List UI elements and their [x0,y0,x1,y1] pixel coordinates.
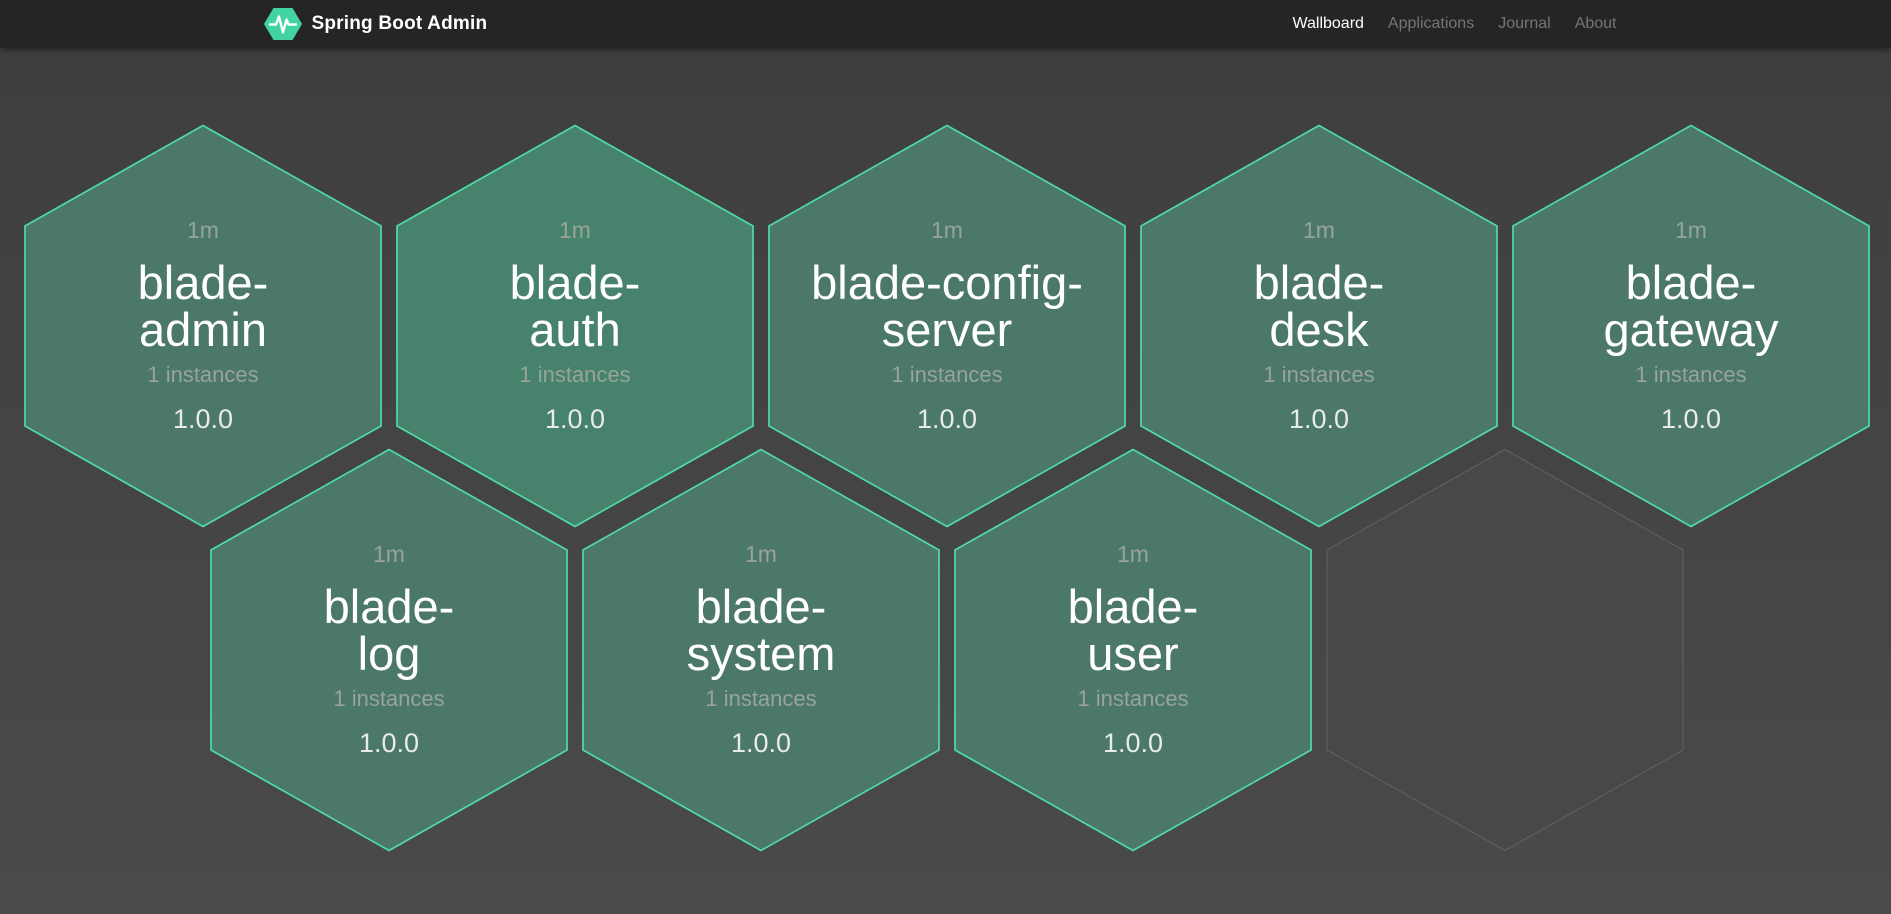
app-instances: 1 instances [1077,686,1189,711]
app-hexagon-content: 1m blade- admin 1 instances 1.0.0 [23,124,383,528]
app-name-line2: desk [1269,303,1369,356]
app-name-line1: blade- [509,256,641,309]
app-name-line2: gateway [1603,303,1779,356]
app-name-line1: blade- [137,256,269,309]
app-uptime: 1m [1303,217,1335,243]
nav-item-applications[interactable]: Applications [1387,15,1475,32]
app-hexagon-content: 1m blade- log 1 instances 1.0.0 [209,448,569,852]
app-uptime: 1m [373,541,405,567]
app-version: 1.0.0 [172,404,234,434]
nav-item-about[interactable]: About [1574,15,1617,32]
app-name: blade- auth [510,259,641,353]
header-container: Spring Boot Admin Wallboard Applications J… [263,0,1629,48]
app-hexagon-content: 1m blade- gateway 1 instances 1.0.0 [1511,124,1871,528]
app-instances: 1 instances [891,362,1003,387]
app-instances: 1 instances [333,686,445,711]
app-hexagon-content: 1m blade- desk 1 instances 1.0.0 [1139,124,1499,528]
app-name-line1: blade- [1067,580,1199,633]
app-version: 1.0.0 [1102,728,1164,758]
app-hexagon-content: 1m blade- user 1 instances 1.0.0 [953,448,1313,852]
app-name-line2: admin [138,303,267,356]
app-uptime: 1m [931,217,963,243]
app-name: blade- desk [1254,259,1385,353]
app-instances: 1 instances [519,362,631,387]
app-version: 1.0.0 [730,728,792,758]
app-hexagon-content: 1m blade- auth 1 instances 1.0.0 [395,124,755,528]
app-name-line2: auth [529,303,621,356]
app-name-line1: blade- [695,580,827,633]
app-uptime: 1m [1675,217,1707,243]
app-version: 1.0.0 [1288,404,1350,434]
app-version: 1.0.0 [1660,404,1722,434]
hexagon-pulse-icon [263,7,303,41]
app-name-line2: user [1087,627,1179,680]
app-instances: 1 instances [147,362,259,387]
nav-item-journal[interactable]: Journal [1498,15,1551,32]
app-hexagon-blade-gateway[interactable]: 1m blade- gateway 1 instances 1.0.0 [1511,124,1871,528]
app-name: blade- admin [138,259,269,353]
app-hexagon-blade-user[interactable]: 1m blade- user 1 instances 1.0.0 [953,448,1313,852]
nav-item-wallboard[interactable]: Wallboard [1292,15,1364,32]
app-hexagon-blade-system[interactable]: 1m blade- system 1 instances 1.0.0 [581,448,941,852]
app-hexagon-blade-log[interactable]: 1m blade- log 1 instances 1.0.0 [209,448,569,852]
main-nav: Wallboard Applications Journal About [1280,0,1628,48]
app-uptime: 1m [187,217,219,243]
app-name: blade- system [687,583,836,677]
app-version: 1.0.0 [544,404,606,434]
app-version: 1.0.0 [916,404,978,434]
app-name: blade- log [324,583,455,677]
app-instances: 1 instances [1635,362,1747,387]
app-name: blade-config- server [811,259,1083,353]
app-name-line1: blade-config- [811,256,1083,309]
wallboard: 1m blade- admin 1 instances 1.0.0 1m bla… [0,48,1891,914]
app-hexagon-blade-desk[interactable]: 1m blade- desk 1 instances 1.0.0 [1139,124,1499,528]
app-name-line1: blade- [323,580,455,633]
app-instances: 1 instances [1263,362,1375,387]
app-uptime: 1m [1117,541,1149,567]
app-name: blade- gateway [1603,259,1778,353]
app-uptime: 1m [745,541,777,567]
app-name: blade- user [1068,583,1199,677]
app-version: 1.0.0 [358,728,420,758]
app-header: Spring Boot Admin Wallboard Applications J… [0,0,1891,48]
app-name-line1: blade- [1253,256,1385,309]
app-name-line2: system [686,627,836,680]
brand-link[interactable]: Spring Boot Admin [263,7,488,41]
app-hexagon-content: 1m blade-config- server 1 instances 1.0.… [767,124,1127,528]
app-instances: 1 instances [705,686,817,711]
empty-hexagon-placeholder [1325,448,1685,852]
app-name-line1: blade- [1625,256,1757,309]
app-hexagon-blade-admin[interactable]: 1m blade- admin 1 instances 1.0.0 [23,124,383,528]
app-name-line2: log [357,627,421,680]
app-hexagon-blade-config-server[interactable]: 1m blade-config- server 1 instances 1.0.… [767,124,1127,528]
app-title: Spring Boot Admin [311,13,488,34]
app-uptime: 1m [559,217,591,243]
app-hexagon-content: 1m blade- system 1 instances 1.0.0 [581,448,941,852]
app-hexagon-blade-auth[interactable]: 1m blade- auth 1 instances 1.0.0 [395,124,755,528]
app-name-line2: server [881,303,1013,356]
